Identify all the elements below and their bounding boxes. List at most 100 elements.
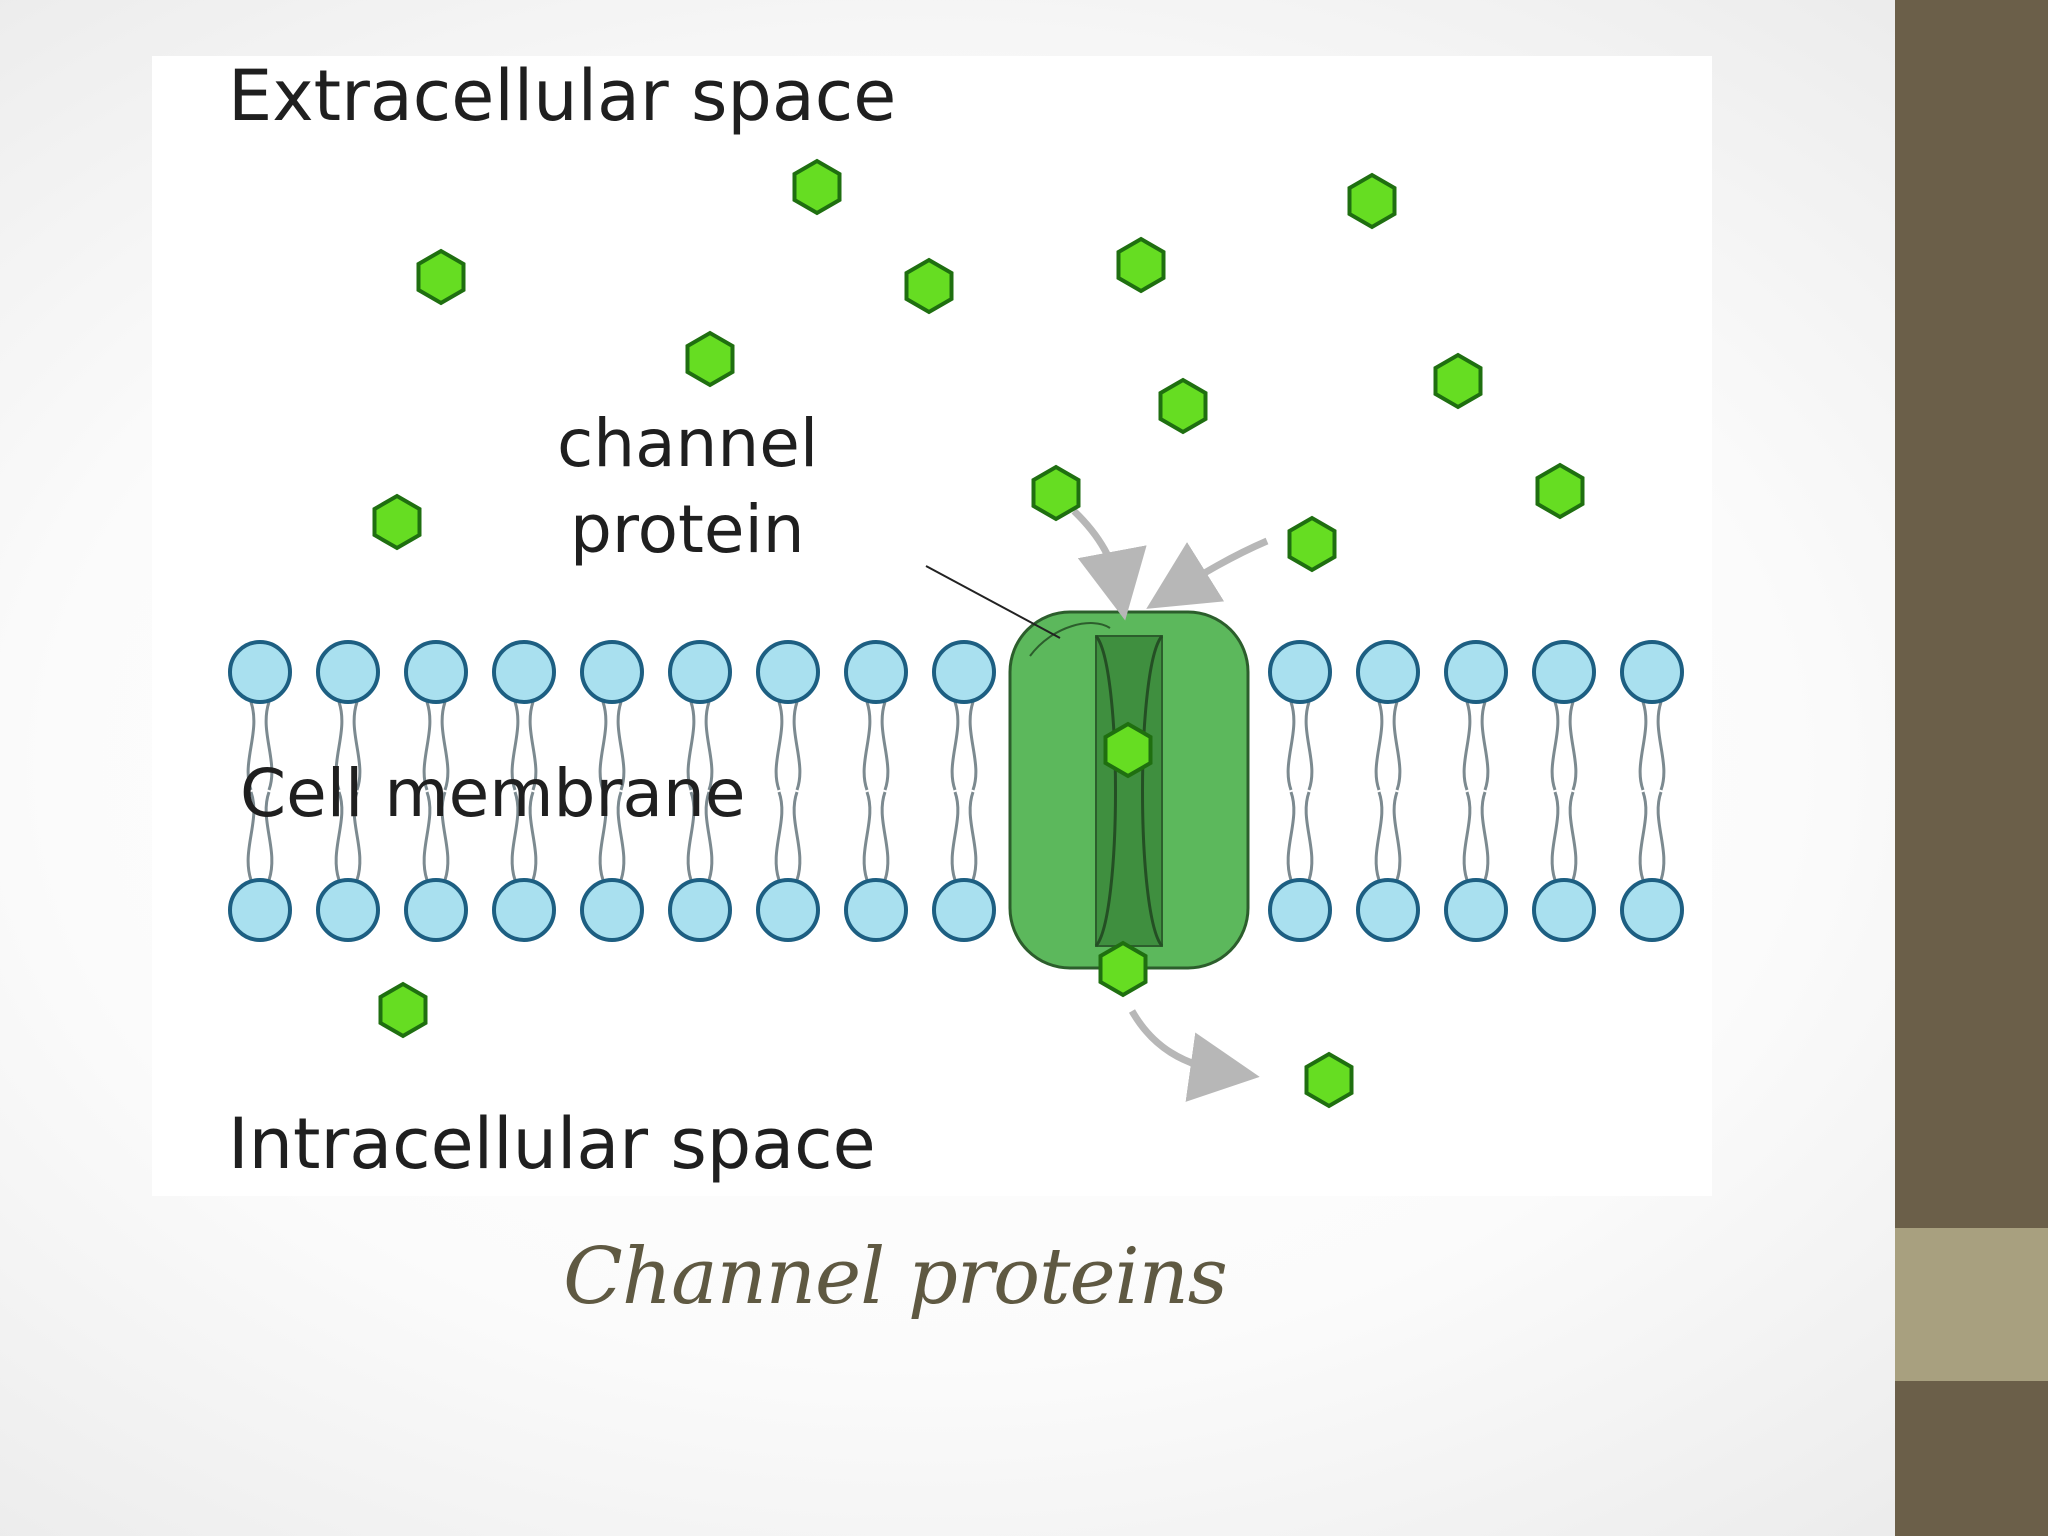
lipid-tail [862, 791, 872, 881]
channel-protein [1008, 610, 1250, 970]
phospholipid-head [1532, 640, 1596, 704]
lipid-tail [422, 791, 432, 881]
lipid-tail [1480, 701, 1490, 791]
lipid-tail [1462, 791, 1472, 881]
lipid-tail [968, 791, 978, 881]
lipid-tail [1568, 791, 1578, 881]
extracellular-label: Extracellular space [228, 56, 896, 137]
lipid-tail [1638, 791, 1648, 881]
molecule-icon [1347, 172, 1397, 230]
phospholipid-head [1268, 878, 1332, 942]
phospholipid-head [1620, 878, 1684, 942]
lipid-tails [246, 701, 1666, 881]
phospholipid-head [756, 640, 820, 704]
slide-caption: Channel proteins [563, 1232, 1228, 1322]
lipid-tail [422, 701, 432, 791]
phospholipid-head [1356, 640, 1420, 704]
lipid-tail [440, 701, 450, 791]
molecule-icon [1433, 352, 1483, 410]
lipid-tail [616, 701, 626, 791]
lipid-tail [1374, 791, 1384, 881]
phospholipid-head [932, 640, 996, 704]
lipid-tail [880, 791, 890, 881]
phospholipid-head [668, 878, 732, 942]
lipid-tail [598, 701, 608, 791]
molecule-icon [1031, 464, 1081, 522]
lipid-tail [1462, 701, 1472, 791]
phospholipid-head [844, 878, 908, 942]
molecule-icon [1287, 515, 1337, 573]
molecule-icon [1116, 236, 1166, 294]
inward-arrow-right [1146, 537, 1269, 609]
lipid-tail [704, 791, 714, 881]
molecule-icon [1098, 940, 1148, 998]
molecule-icon [792, 158, 842, 216]
phospholipid-head [404, 640, 468, 704]
phospholipid-head [932, 878, 996, 942]
molecule-icon [1304, 1051, 1354, 1109]
molecule-icon [416, 248, 466, 306]
molecule-icon [904, 257, 954, 315]
channel-protein-label-line1: channel [557, 405, 818, 482]
molecule-icon [685, 330, 735, 388]
lipid-tail [352, 791, 362, 881]
lipid-tail [334, 791, 344, 881]
lipid-tail [686, 701, 696, 791]
lipid-tail [1656, 701, 1666, 791]
molecule-icon [1158, 377, 1208, 435]
phospholipid-head [316, 640, 380, 704]
cell-membrane-label: Cell membrane [240, 755, 745, 832]
phospholipid-head [668, 640, 732, 704]
phospholipid-head [1444, 878, 1508, 942]
lipid-tail [774, 791, 784, 881]
lipid-tail [1568, 701, 1578, 791]
lipid-tail [510, 701, 520, 791]
phospholipid-head [492, 878, 556, 942]
lipid-tail [774, 701, 784, 791]
molecule-icon [1535, 462, 1585, 520]
phospholipid-head [228, 878, 292, 942]
lipid-tail [1392, 701, 1402, 791]
lipid-tail [1550, 701, 1560, 791]
lipid-tail [1286, 791, 1296, 881]
phospholipid-head [404, 878, 468, 942]
lipid-tail [528, 791, 538, 881]
lipid-tail [264, 701, 274, 791]
phospholipid-head [1532, 878, 1596, 942]
molecule-icon [378, 981, 428, 1039]
lipid-tail [950, 701, 960, 791]
phospholipid-heads [228, 640, 1684, 942]
molecule-icon [372, 493, 422, 551]
lipid-tail [1638, 701, 1648, 791]
lipid-tail [1286, 701, 1296, 791]
channel-protein-leader-line [925, 565, 1061, 639]
lipid-tail [1550, 791, 1560, 881]
phospholipid-head [1356, 878, 1420, 942]
molecule-icon [1103, 721, 1153, 779]
phospholipid-head [492, 640, 556, 704]
lipid-tail [792, 791, 802, 881]
lipid-tail [1480, 791, 1490, 881]
lipid-tail [792, 701, 802, 791]
phospholipid-head [580, 640, 644, 704]
lipid-tail [598, 791, 608, 881]
lipid-tail [880, 701, 890, 791]
phospholipid-head [1620, 640, 1684, 704]
intracellular-label: Intracellular space [228, 1103, 876, 1185]
lipid-tail [1392, 791, 1402, 881]
lipid-tail [440, 791, 450, 881]
movement-arrows [1071, 508, 1269, 1102]
channel-protein-label-line2: protein [570, 491, 805, 568]
lipid-tail [862, 701, 872, 791]
molecules [372, 158, 1585, 1109]
lipid-tail [1656, 791, 1666, 881]
lipid-tail [1304, 791, 1314, 881]
lipid-tail [246, 701, 256, 791]
lipid-tail [352, 701, 362, 791]
lipid-tail [1374, 701, 1384, 791]
lipid-tail [968, 701, 978, 791]
lipid-tail [686, 791, 696, 881]
lipid-tail [704, 701, 714, 791]
phospholipid-head [844, 640, 908, 704]
inward-arrow-left [1071, 508, 1147, 621]
